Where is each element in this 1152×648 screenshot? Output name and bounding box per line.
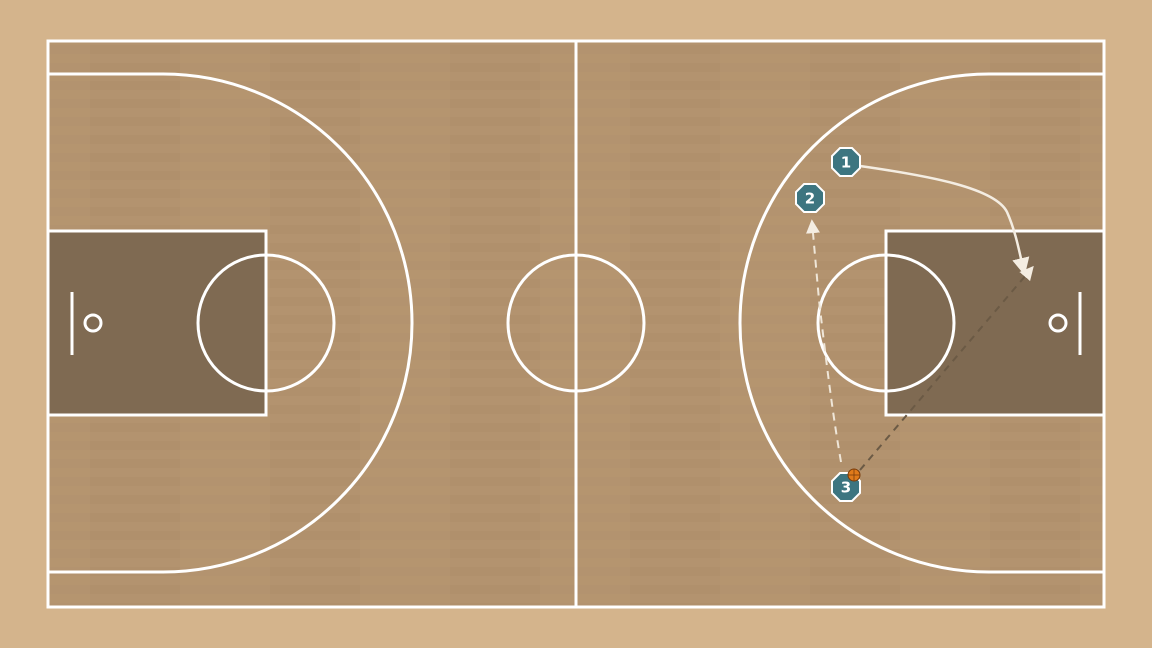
right-lane — [884, 229, 1106, 417]
player-2[interactable]: 2 — [795, 183, 825, 213]
right-rim — [1048, 313, 1068, 333]
player-3[interactable]: 3 — [831, 468, 861, 502]
player-1-marker — [831, 147, 861, 177]
left-three-point-line — [48, 72, 414, 574]
center-circle — [506, 253, 646, 393]
right-free-throw-circle — [816, 253, 956, 393]
left-free-throw-circle — [196, 253, 336, 393]
right-three-point-line — [738, 72, 1104, 574]
basketball-icon — [847, 468, 861, 482]
player-1-cut-path — [859, 164, 1030, 276]
player-1[interactable]: 1 — [831, 147, 861, 177]
player-2-marker — [795, 183, 825, 213]
player-3-move-path — [806, 219, 842, 463]
court-lines — [46, 39, 1106, 609]
right-paint — [886, 231, 1104, 415]
player-3-label: 3 — [841, 479, 851, 497]
player-1-label: 1 — [841, 154, 851, 172]
left-rim — [83, 313, 103, 333]
pass-path — [859, 265, 1034, 471]
player-2-label: 2 — [805, 190, 815, 208]
left-paint — [48, 231, 266, 415]
left-lane — [46, 229, 268, 417]
